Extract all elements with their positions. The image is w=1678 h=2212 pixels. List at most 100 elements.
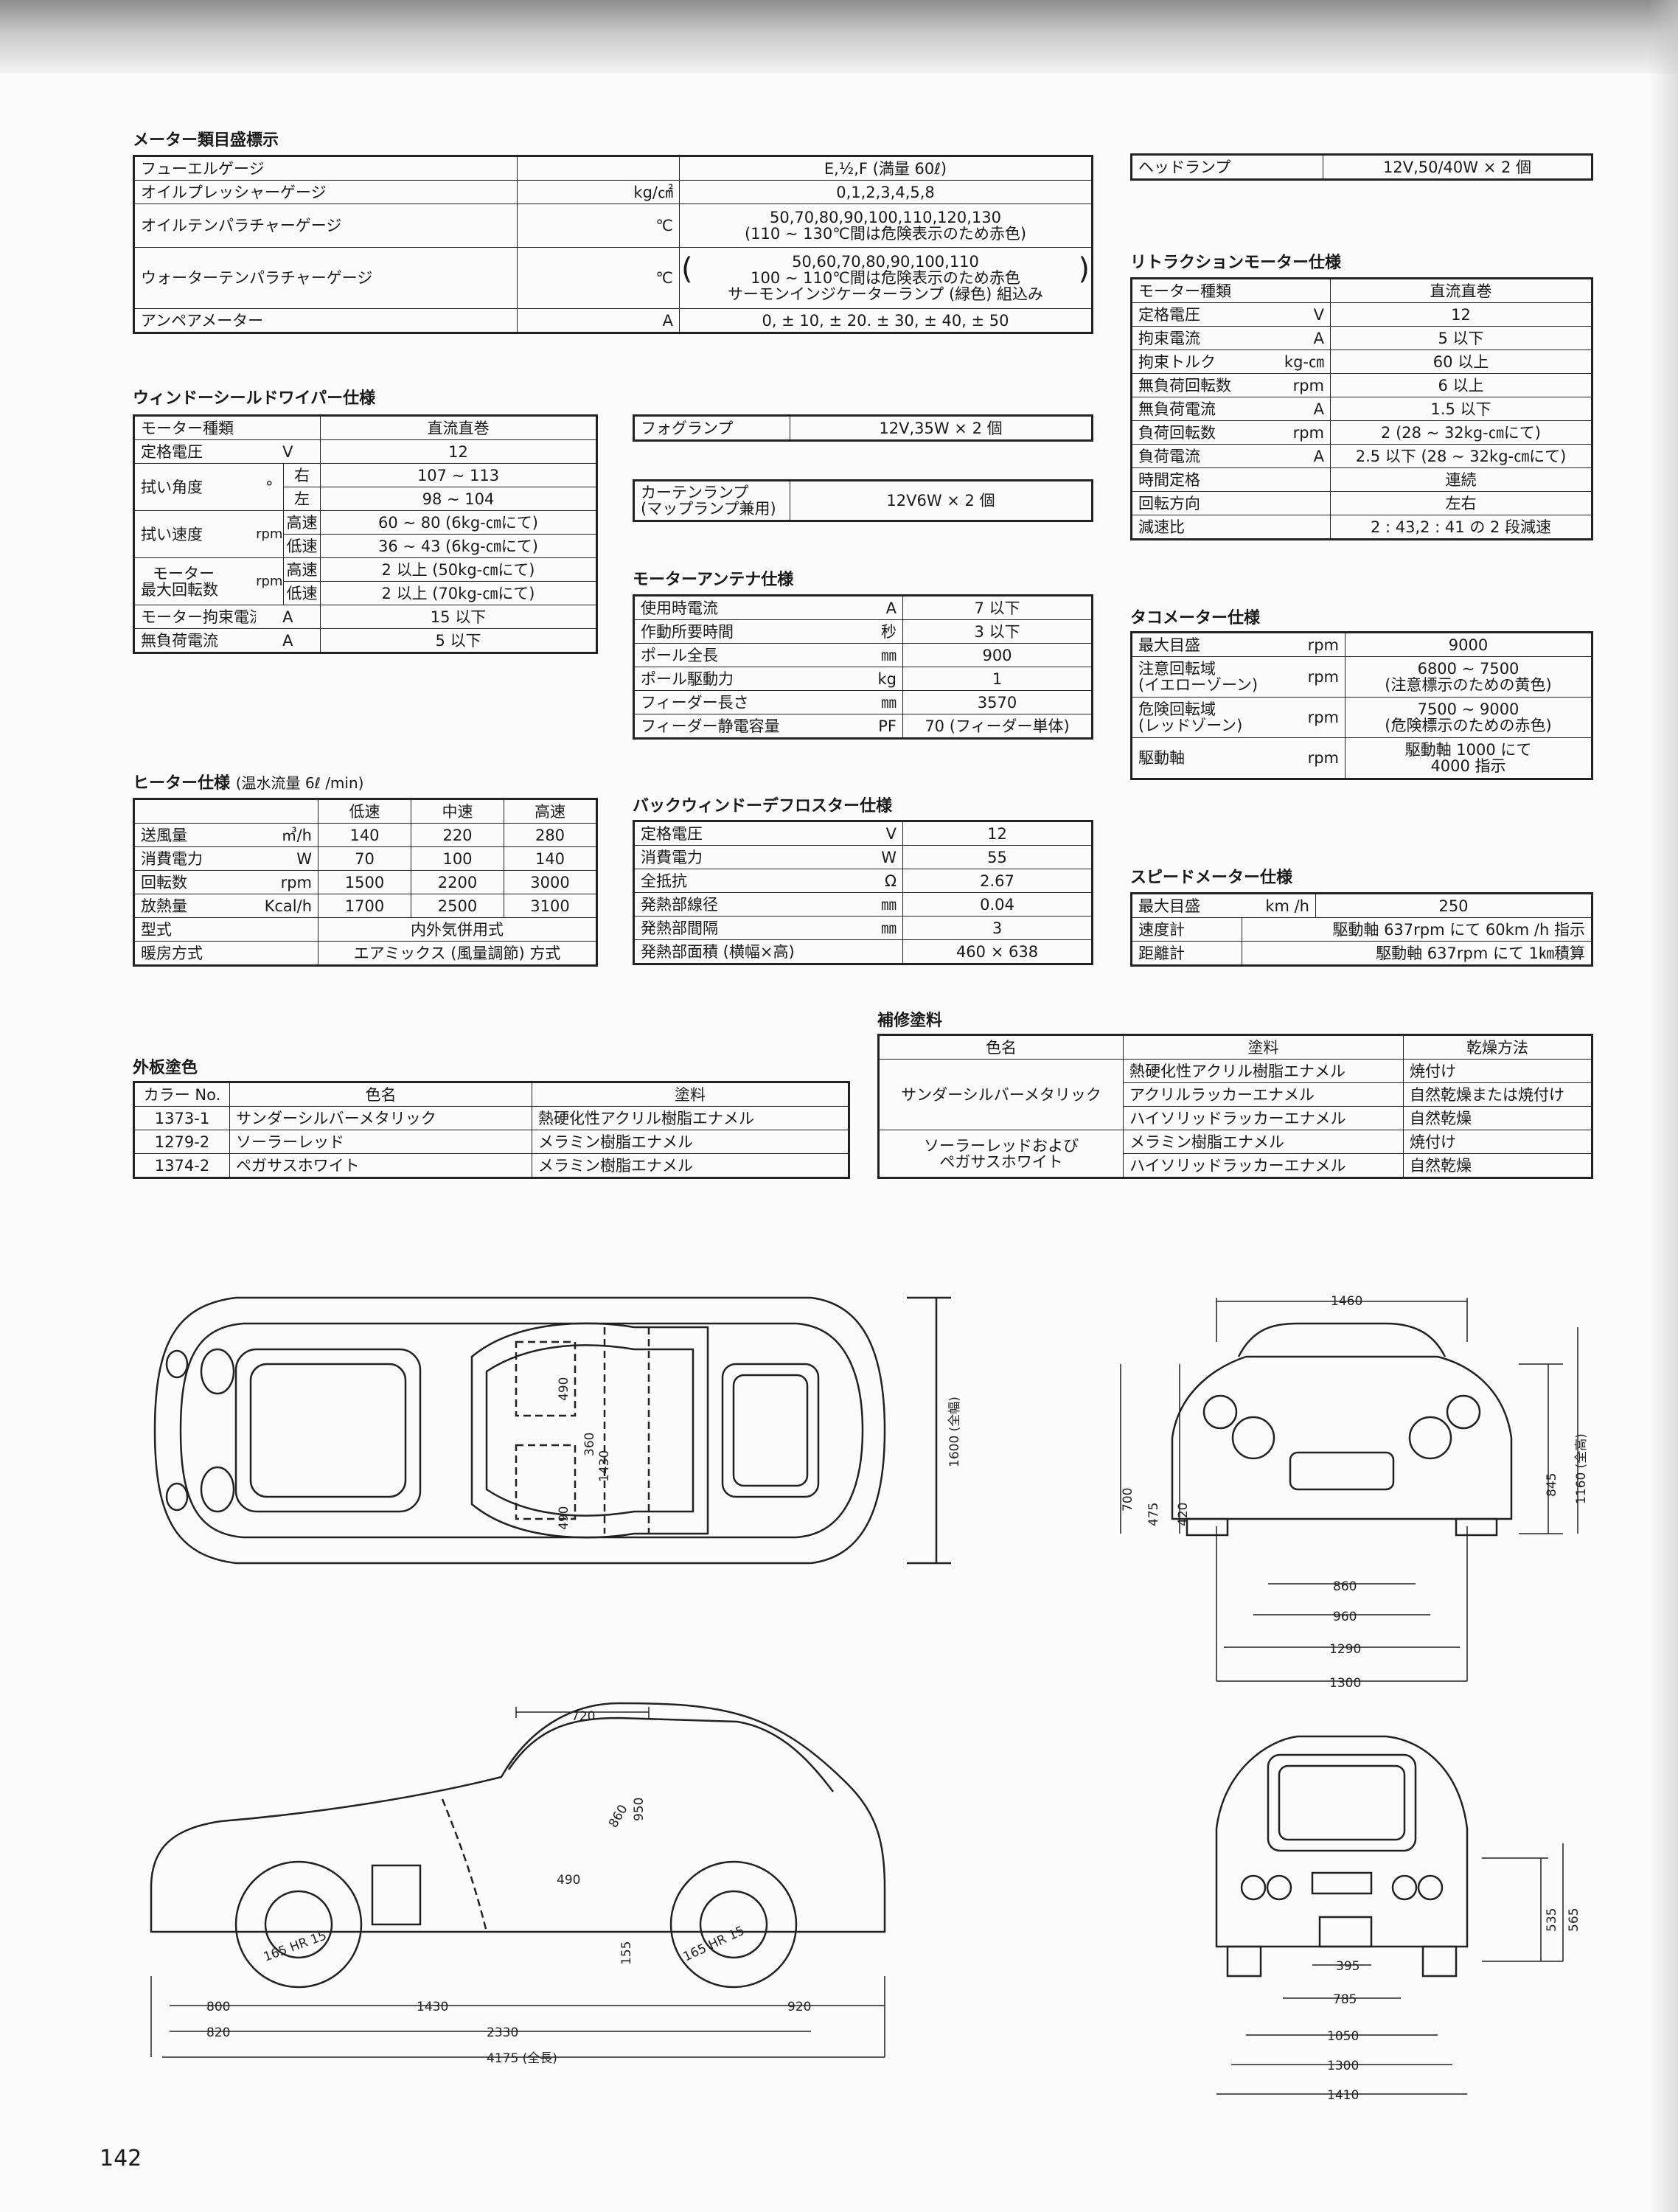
- speedo-value: 駆動軸 637rpm にて 1㎞積算: [1242, 941, 1592, 966]
- dim-label: 845: [1545, 1473, 1559, 1497]
- side-view-drawing: [150, 1702, 886, 2058]
- tacho-value-line: 7500 ~ 9000: [1417, 700, 1519, 718]
- table-row: アクリルラッカーエナメル 自然乾燥または焼付け: [879, 1082, 1592, 1107]
- tire-label: 165 HR 15: [681, 1924, 748, 1965]
- heater-value: 3100: [504, 894, 597, 918]
- tacho-value: 7500 ~ 9000 (危険標示のための赤色): [1345, 697, 1592, 738]
- dim-label: 490: [557, 1377, 571, 1401]
- table-row: 注意回転域 (イエローゾーン) rpm 6800 ~ 7500 (注意標示のため…: [1131, 656, 1592, 698]
- table-row: 距離計 駆動軸 637rpm にて 1㎞積算: [1131, 941, 1592, 966]
- heater-name: 暖房方式: [133, 941, 318, 966]
- wiper-title: ウィンドーシールドワイパー仕様: [133, 389, 376, 408]
- headlamp-table: ヘッドランプ 12V,50/40W × 2 個: [1130, 153, 1593, 181]
- retraction-unit: rpm: [1271, 373, 1331, 397]
- defroster-title: バックウィンドーデフロスター仕様: [633, 797, 893, 815]
- dim-label: 565: [1567, 1908, 1581, 1932]
- antenna-name: 作動所要時間: [633, 619, 837, 644]
- table-row: モーター種類直流直巻: [1131, 278, 1592, 303]
- heater-blank-header: [133, 799, 318, 824]
- foglamp-table: フォグランプ 12V,35W × 2 個: [633, 414, 1093, 442]
- dim-label: 1410: [1327, 2088, 1359, 2103]
- tacho-name-line: 危険回転域: [1138, 700, 1216, 718]
- dim-label: 490: [557, 1506, 571, 1530]
- table-row: モーター種類 直流直巻: [133, 415, 597, 440]
- paint-ext-header: 塗料: [532, 1082, 849, 1107]
- headlamp-value: 12V,50/40W × 2 個: [1323, 154, 1592, 180]
- table-row: ソーラーレッドおよび ペガサスホワイト メラミン樹脂エナメル 焼付け: [878, 1130, 1592, 1178]
- table-row: 無負荷電流 A 5 以下: [133, 628, 597, 653]
- meter-value: 0, ± 10, ± 20. ± 30, ± 40, ± 50: [679, 308, 1093, 333]
- dim-label: 800: [206, 2000, 230, 2014]
- antenna-value: 70 (フィーダー単体): [902, 714, 1093, 739]
- table-row: モーター拘束電流 A 15 以下: [133, 605, 597, 629]
- tacho-value: 駆動軸 1000 にて 4000 指示: [1345, 737, 1592, 779]
- table-row: カラー No. 色名 塗料: [133, 1082, 849, 1107]
- heater-unit: Kcal/h: [244, 894, 318, 918]
- dim-label: 720: [571, 1709, 595, 1724]
- wiper-unit: °: [255, 463, 284, 511]
- defroster-value: 0.04: [902, 892, 1093, 917]
- meter-value: 50,60,70,80,90,100,110 100 ~ 110℃間は危険表示の…: [679, 247, 1093, 309]
- paint-repair-color-line: ペガサスホワイト: [939, 1152, 1063, 1171]
- heater-name: 型式: [133, 917, 318, 942]
- paint-ext-color: ソーラーレッド: [229, 1130, 532, 1154]
- antenna-value: 1: [902, 667, 1093, 691]
- meter-name: アンペアメーター: [133, 308, 518, 333]
- dim-label: 950: [632, 1798, 647, 1821]
- tacho-table: 最大目盛 rpm 9000 注意回転域 (イエローゾーン) rpm 6800 ~…: [1130, 631, 1593, 780]
- meter-value-line: サーモンインジケーターランプ (緑色) 組込み: [727, 285, 1044, 303]
- paint-repair-dry: 自然乾燥: [1403, 1106, 1592, 1130]
- paint-repair-table: 色名 塗料 乾燥方法 サンダーシルバーメタリック 熱硬化性アクリル樹脂エナメル …: [877, 1034, 1593, 1179]
- wiper-sublabel: 低速: [283, 581, 321, 605]
- heater-unit: rpm: [244, 870, 318, 894]
- antenna-title: モーターアンテナ仕様: [633, 571, 794, 589]
- defroster-name: 全抵抗: [633, 869, 800, 893]
- wiper-value: 2 以上 (50kg-㎝にて): [320, 557, 597, 582]
- wiper-value: 2 以上 (70kg-㎝にて): [320, 581, 597, 605]
- heater-title: ヒーター仕様 (温水流量 6ℓ /min): [133, 770, 363, 793]
- retraction-value: 5 以下: [1330, 326, 1592, 350]
- dim-label: 1600 (全幅): [947, 1397, 962, 1467]
- retraction-name: 回転方向: [1131, 491, 1272, 515]
- paint-repair-color-line: ソーラーレッドおよび: [924, 1136, 1079, 1155]
- wiper-name-line: モーター: [153, 564, 215, 582]
- table-row: フォグランプ 12V,35W × 2 個: [633, 415, 1093, 441]
- antenna-unit: kg: [836, 667, 903, 691]
- wiper-sublabel: 高速: [283, 510, 321, 535]
- tacho-name-line: (イエローゾーン): [1138, 676, 1258, 694]
- meter-unit: [517, 156, 680, 181]
- retraction-name: 拘束電流: [1131, 326, 1272, 350]
- meter-name: オイルテンパラチャーゲージ: [133, 204, 518, 248]
- foglamp-value: 12V,35W × 2 個: [790, 415, 1093, 441]
- table-row: 速度計 駆動軸 637rpm にて 60km /h 指示: [1131, 917, 1592, 942]
- heater-title-text: ヒーター仕様: [133, 774, 231, 793]
- tacho-value-line: (注意標示のための黄色): [1385, 676, 1552, 694]
- retraction-value: 2.5 以下 (28 ~ 32kg-㎝にて): [1330, 444, 1592, 468]
- table-row: サンダーシルバーメタリック 熱硬化性アクリル樹脂エナメル 焼付け: [878, 1059, 1592, 1130]
- top-view-drawing: [153, 1296, 951, 1565]
- meter-value-line: 100 ~ 110℃間は危険表示のため赤色: [751, 269, 1020, 287]
- paint-ext-code: 1279-2: [133, 1130, 230, 1154]
- speedo-title: スピードメーター仕様: [1130, 869, 1293, 887]
- curtainlamp-name-line: カーテンランプ: [641, 484, 749, 501]
- retraction-name: 定格電圧: [1131, 302, 1272, 327]
- paint-repair-paint: ハイソリッドラッカーエナメル: [1123, 1153, 1404, 1178]
- bracket-left: (: [681, 252, 693, 286]
- paint-repair-paint: ハイソリッドラッカーエナメル: [1123, 1106, 1404, 1130]
- dim-label: 960: [1333, 1610, 1357, 1624]
- dim-label: 4175 (全長): [487, 2051, 557, 2066]
- defroster-name: 発熱部線径: [633, 892, 800, 917]
- antenna-unit: 秒: [836, 619, 903, 644]
- tacho-name-line: 注意回転域: [1138, 660, 1216, 678]
- front-view-drawing: [1120, 1298, 1578, 1682]
- speedo-table: 最大目盛 km /h 250 速度計 駆動軸 637rpm にて 60km /h…: [1130, 892, 1593, 967]
- heater-value: 70: [318, 846, 411, 871]
- paint-repair-paint: 熱硬化性アクリル樹脂エナメル: [1123, 1059, 1404, 1083]
